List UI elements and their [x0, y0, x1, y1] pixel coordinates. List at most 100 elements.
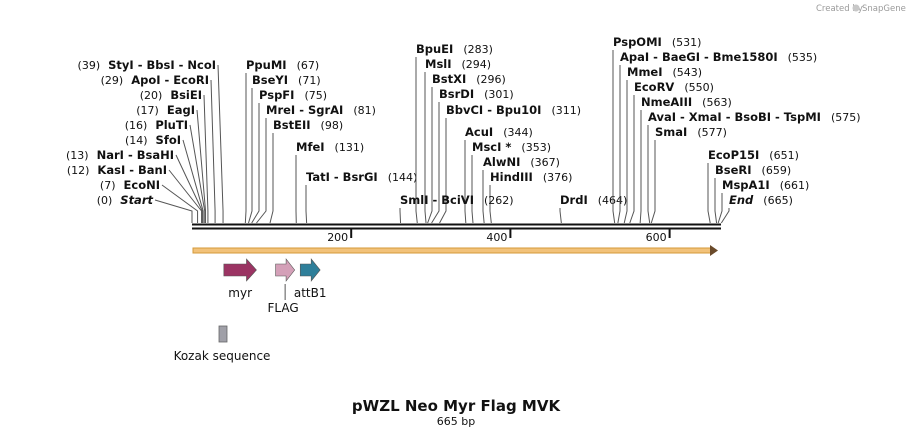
map-length: 665 bp	[437, 415, 475, 428]
enzyme-position: (0)	[97, 194, 113, 207]
enzyme-name: ApaI - BaeGI - Bme1580I	[620, 50, 778, 64]
enzyme-name: EcoP15I	[708, 148, 759, 162]
enzyme-name: BpuEI	[416, 42, 453, 56]
enzyme-site[interactable]: BseRI(659)	[714, 163, 792, 224]
feature-label: FLAG	[268, 301, 299, 315]
enzyme-site[interactable]: EcoNI(7)	[100, 178, 199, 223]
enzyme-position: (294)	[462, 58, 492, 71]
enzyme-site[interactable]: SmlI - BciVI(262)	[399, 193, 514, 224]
enzyme-site[interactable]: PluTI(16)	[125, 118, 206, 223]
enzyme-leader-line	[617, 65, 621, 224]
enzyme-site[interactable]: BbvCI - Bpu10I(311)	[439, 103, 582, 224]
enzyme-position: (71)	[298, 74, 321, 87]
enzyme-leader-line	[248, 88, 253, 224]
enzyme-leader-line	[482, 170, 485, 224]
enzyme-labels: PpuMI(67)BseYI(71)PspFI(75)MreI - SgrAI(…	[66, 35, 861, 224]
enzyme-site[interactable]: EcoP15I (651)	[707, 148, 799, 224]
enzyme-position: (535)	[788, 51, 818, 64]
enzyme-site[interactable]: KasI - BanI(12)	[67, 163, 203, 223]
enzyme-name: NmeAIII	[641, 95, 692, 109]
feature-attb1[interactable]: attB1	[294, 258, 327, 300]
enzyme-name: SfoI	[156, 133, 181, 147]
enzyme-site[interactable]: EcoRV(550)	[629, 80, 714, 224]
feature-myr[interactable]: myr	[223, 258, 257, 300]
enzyme-position: (7)	[100, 179, 116, 192]
enzyme-site[interactable]: ApoI - EcoRI(29)	[101, 73, 216, 223]
enzyme-position: (543)	[673, 66, 703, 79]
enzyme-position: (12)	[67, 164, 90, 177]
enzyme-site[interactable]: BpuEI(283)	[415, 42, 493, 224]
enzyme-site[interactable]: BseYI(71)	[248, 73, 321, 224]
snapgene-logo-icon	[852, 4, 860, 12]
enzyme-name: Start	[120, 193, 153, 207]
enzyme-site[interactable]: MslI(294)	[424, 57, 492, 224]
enzyme-site[interactable]: DrdI(464)	[559, 193, 627, 224]
enzyme-site[interactable]: BstXI (296)	[427, 72, 506, 224]
enzyme-site[interactable]: MmeI (543)	[623, 65, 703, 224]
enzyme-leader-line	[210, 79, 216, 223]
enzyme-name: AlwNI	[483, 155, 520, 169]
enzyme-leader-line	[647, 125, 651, 224]
feature-kozak-sequence[interactable]: Kozak sequence	[174, 325, 271, 363]
enzyme-site[interactable]: NmeAIII(563)	[639, 95, 732, 224]
enzyme-name: MmeI	[627, 65, 663, 79]
enzyme-leader-line	[650, 140, 656, 224]
enzyme-position: (376)	[543, 171, 573, 184]
enzyme-site[interactable]: StyI - BbsI - NcoI(39)	[78, 58, 224, 223]
enzyme-site[interactable]: AcuI(344)	[464, 125, 533, 224]
enzyme-position: (651)	[769, 149, 799, 162]
enzyme-leader-line	[471, 155, 474, 224]
enzyme-name: MreI - SgrAI	[266, 103, 343, 117]
orf-arrow	[192, 245, 718, 256]
enzyme-leader-line	[623, 80, 628, 224]
enzyme-name: NarI - BsaHI	[97, 148, 174, 162]
enzyme-site[interactable]: PspOMI(531)	[612, 35, 701, 224]
enzyme-position: (144)	[388, 171, 418, 184]
feature-label: myr	[228, 286, 252, 300]
enzyme-position: (13)	[66, 149, 89, 162]
enzyme-site[interactable]: BsrDI(301)	[431, 87, 514, 224]
enzyme-name: BstXI	[432, 72, 466, 86]
enzyme-site[interactable]: MscI *(353)	[471, 140, 551, 224]
enzyme-site[interactable]: HindIII(376)	[489, 170, 573, 224]
enzyme-name: PspFI	[259, 88, 294, 102]
enzyme-site[interactable]: MfeI(131)	[295, 140, 364, 224]
enzyme-site[interactable]: End(665)	[720, 193, 793, 224]
enzyme-site[interactable]: SfoI(14)	[125, 133, 204, 223]
enzyme-position: (75)	[304, 89, 327, 102]
enzyme-site[interactable]: AvaI - XmaI - BsoBI - TspMI(575)	[647, 110, 861, 224]
enzyme-position: (659)	[762, 164, 792, 177]
enzyme-site[interactable]: PpuMI(67)	[244, 58, 319, 224]
enzyme-position: (353)	[521, 141, 551, 154]
enzyme-site[interactable]: ApaI - BaeGI - Bme1580I (535)	[617, 50, 818, 224]
enzyme-leader-line	[720, 208, 730, 224]
enzyme-site[interactable]: MspA1I (661)	[717, 178, 810, 224]
enzyme-leader-line	[217, 64, 224, 223]
enzyme-position: (296)	[476, 73, 506, 86]
enzyme-leader-line	[424, 72, 427, 224]
enzyme-site[interactable]: EagI(17)	[136, 103, 207, 223]
enzyme-site[interactable]: BsiEI(20)	[140, 88, 209, 223]
orf-arrow-head-icon	[710, 245, 718, 256]
enzyme-site[interactable]: MreI - SgrAI(81)	[256, 103, 376, 224]
enzyme-site[interactable]: PspFI (75)	[251, 88, 327, 224]
enzyme-site[interactable]: NarI - BsaHI (13)	[66, 148, 203, 223]
enzyme-leader-line	[203, 94, 209, 223]
enzyme-site[interactable]: SmaI(577)	[650, 125, 727, 224]
enzyme-site[interactable]: BstEII(98)	[269, 118, 343, 224]
enzyme-leader-line	[639, 110, 642, 224]
enzyme-name: MspA1I	[722, 178, 770, 192]
enzyme-leader-line	[629, 95, 635, 224]
enzyme-site[interactable]: AlwNI(367)	[482, 155, 560, 224]
feature-label: Kozak sequence	[174, 349, 271, 363]
enzyme-leader-line	[612, 50, 616, 224]
enzyme-site[interactable]: TatI - BsrGI(144)	[305, 170, 418, 224]
enzyme-leader-line	[489, 185, 492, 224]
enzyme-name: BstEII	[273, 118, 311, 132]
enzyme-site[interactable]: Start (0)	[97, 193, 193, 223]
enzyme-position: (661)	[780, 179, 810, 192]
enzyme-name: PpuMI	[246, 58, 287, 72]
feature-flag[interactable]: FLAG	[268, 258, 299, 315]
feature-arrow-icon	[275, 258, 296, 282]
